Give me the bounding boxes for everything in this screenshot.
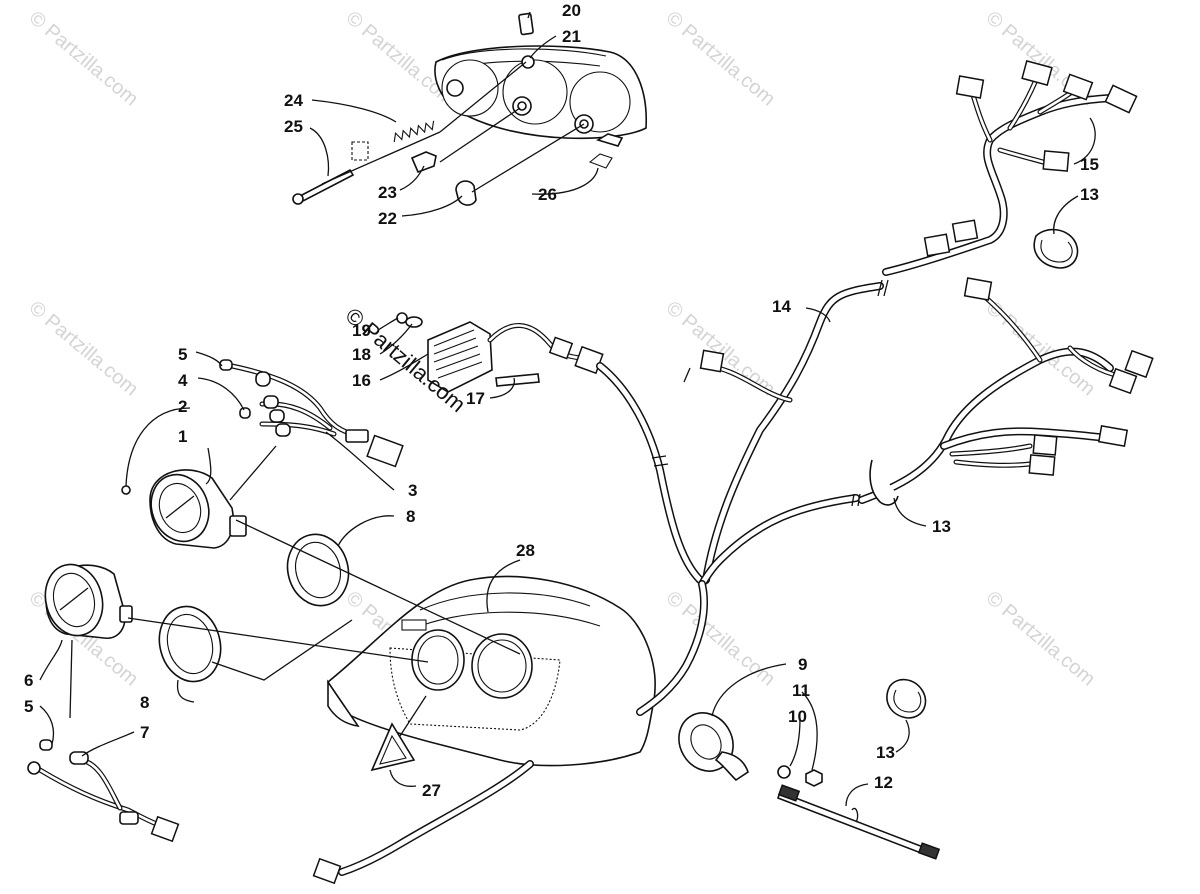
callout-8: 8 [140, 693, 149, 712]
sub-harness [882, 60, 1138, 276]
callout-5: 5 [178, 345, 187, 364]
watermark: © Partzilla.com [662, 297, 779, 400]
callout-16: 16 [352, 371, 371, 390]
speedometer-drive [678, 712, 941, 860]
speedometer-gauge [121, 469, 247, 549]
dash-panel [327, 575, 656, 767]
callout-21: 21 [562, 27, 581, 46]
callout-24: 24 [284, 91, 303, 110]
callout-15: 15 [1080, 155, 1099, 174]
main-wiring-harness [312, 279, 889, 885]
callout-6: 6 [24, 671, 33, 690]
voltage-regulator [396, 312, 604, 393]
tachometer-gauge [44, 563, 133, 639]
callout-18: 18 [352, 345, 371, 364]
leader-lines [39, 11, 1096, 807]
callout-25: 25 [284, 117, 303, 136]
callout-13: 13 [876, 743, 895, 762]
callout-3: 3 [408, 481, 417, 500]
watermark: © Partzilla.com [662, 7, 779, 110]
callout-14: 14 [772, 297, 791, 316]
callout-11: 11 [792, 681, 810, 700]
callout-22: 22 [378, 209, 397, 228]
callout-7: 7 [140, 723, 149, 742]
callout-19: 19 [352, 321, 371, 340]
callout-12: 12 [874, 773, 893, 792]
callout-28: 28 [516, 541, 535, 560]
callout-13: 13 [1080, 185, 1099, 204]
gauge-wiring [219, 359, 404, 468]
callout-5: 5 [24, 697, 33, 716]
callout-10: 10 [788, 707, 807, 726]
callout-20: 20 [562, 1, 581, 20]
callout-4: 4 [178, 371, 188, 390]
watermark: © Partzilla.com [25, 297, 142, 400]
headlight-assembly [292, 12, 647, 206]
callout-2: 2 [178, 397, 187, 416]
watermark: © Partzilla.com [982, 587, 1099, 690]
callout-1: 1 [178, 427, 187, 446]
callout-23: 23 [378, 183, 397, 202]
callout-27: 27 [422, 781, 441, 800]
callout-26: 26 [538, 185, 557, 204]
tach-wiring [27, 739, 180, 843]
callout-17: 17 [466, 389, 485, 408]
callout-13: 13 [932, 517, 951, 536]
callout-8: 8 [406, 507, 415, 526]
rear-harness [858, 277, 1154, 506]
watermark: © Partzilla.com [25, 7, 142, 110]
callout-labels: 1 2 3 4 5 5 6 7 8 8 9 10 11 12 13 13 13 … [24, 1, 1099, 800]
callout-9: 9 [798, 655, 807, 674]
